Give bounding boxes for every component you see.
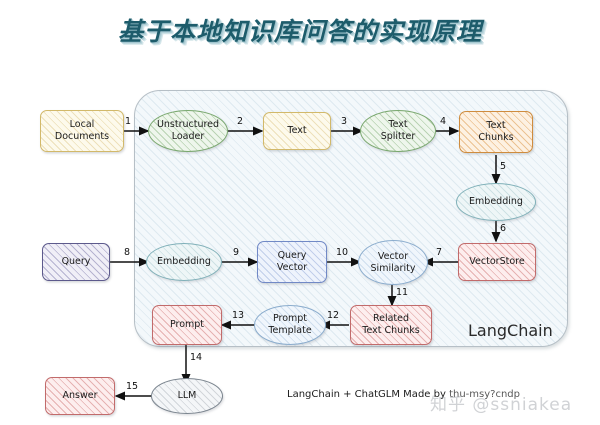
edge-label-9: 9 xyxy=(233,247,240,258)
node-embedding-query[interactable]: Embedding xyxy=(146,243,222,281)
edge-label-12: 12 xyxy=(327,310,340,321)
node-prompt[interactable]: Prompt xyxy=(152,305,222,345)
node-local-documents[interactable]: Local Documents xyxy=(40,110,124,152)
node-query-label: Query xyxy=(61,256,91,268)
node-vector-store[interactable]: VectorStore xyxy=(458,243,536,281)
node-text[interactable]: Text xyxy=(263,112,331,150)
node-related-text-chunks[interactable]: Related Text Chunks xyxy=(350,305,432,345)
node-llm[interactable]: LLM xyxy=(151,378,223,414)
edge-label-5: 5 xyxy=(500,161,507,172)
node-embedding-top[interactable]: Embedding xyxy=(456,183,536,221)
node-text-chunks-label: Text Chunks xyxy=(478,120,514,143)
node-vector-similarity-label: Vector Similarity xyxy=(370,250,416,274)
node-answer[interactable]: Answer xyxy=(45,377,115,415)
node-text-chunks[interactable]: Text Chunks xyxy=(459,111,533,153)
footer-author: thu-msy?cndp xyxy=(449,389,520,400)
node-llm-label: LLM xyxy=(177,390,197,402)
node-unstructured-loader[interactable]: Unstructured Loader xyxy=(148,110,228,152)
edge-label-8: 8 xyxy=(124,247,131,258)
edge-label-11: 11 xyxy=(396,287,409,298)
page-title: 基于本地知识库问答的实现原理 xyxy=(117,17,482,46)
node-vector-store-label: VectorStore xyxy=(469,256,525,268)
node-query-vector-label: Query Vector xyxy=(276,250,308,273)
edge-label-2: 2 xyxy=(237,116,244,127)
watermark: 知乎 @ssniakea xyxy=(430,395,573,415)
node-related-text-chunks-label: Related Text Chunks xyxy=(362,313,420,336)
edge-label-13: 13 xyxy=(232,310,245,321)
edge-label-15: 15 xyxy=(126,381,139,392)
node-unstructured-loader-label: Unstructured Loader xyxy=(156,119,220,142)
edge-label-7: 7 xyxy=(436,247,443,258)
node-local-documents-label: Local Documents xyxy=(54,119,110,142)
node-query-vector[interactable]: Query Vector xyxy=(257,241,327,283)
footer-credit: LangChain + ChatGLM Made by thu-msy?cndp xyxy=(287,389,520,400)
node-text-label: Text xyxy=(287,125,307,137)
node-embedding-query-label: Embedding xyxy=(157,256,211,268)
node-embedding-top-label: Embedding xyxy=(469,196,523,208)
edge-label-14: 14 xyxy=(190,352,203,363)
edge-label-6: 6 xyxy=(500,223,507,234)
footer-credit-text: LangChain + ChatGLM Made by xyxy=(287,389,446,400)
node-query[interactable]: Query xyxy=(42,243,110,281)
langchain-container-label: LangChain xyxy=(468,321,553,340)
node-prompt-template[interactable]: Prompt Template xyxy=(254,305,326,345)
node-prompt-template-label: Prompt Template xyxy=(268,313,312,336)
node-prompt-label: Prompt xyxy=(169,319,205,331)
edge-label-3: 3 xyxy=(341,116,348,127)
node-vector-similarity[interactable]: Vector Similarity xyxy=(358,240,428,285)
node-text-splitter[interactable]: Text Splitter xyxy=(360,110,436,152)
node-answer-label: Answer xyxy=(62,390,98,402)
edge-label-10: 10 xyxy=(336,247,349,258)
edge-label-4: 4 xyxy=(440,116,447,127)
node-text-splitter-label: Text Splitter xyxy=(380,119,416,142)
edge-label-1: 1 xyxy=(125,116,132,127)
